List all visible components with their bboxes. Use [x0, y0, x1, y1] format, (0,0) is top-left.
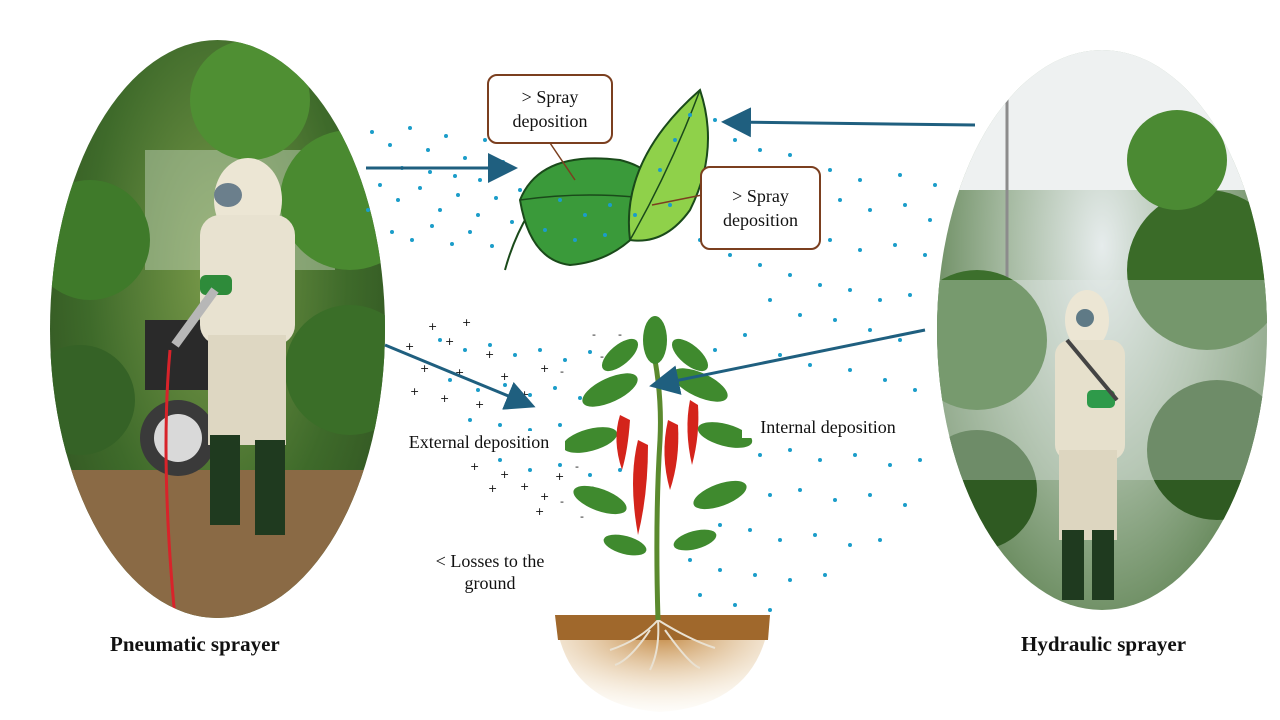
- pneumatic-sprayer-photo: [50, 40, 385, 618]
- plant-leaves: [562, 316, 753, 556]
- svg-text:+: +: [555, 470, 564, 483]
- droplet-field-lower-right: [688, 448, 922, 612]
- svg-text:+: +: [485, 348, 494, 361]
- callout-leaf-front: > Spray deposition: [487, 74, 613, 144]
- leaf-illustration: [504, 88, 709, 271]
- hydraulic-scene-art: [937, 50, 1267, 600]
- svg-text:-: -: [618, 328, 622, 341]
- svg-text:+: +: [540, 362, 549, 375]
- svg-text:+: +: [520, 480, 529, 493]
- svg-text:-: -: [590, 480, 594, 493]
- svg-text:+: +: [455, 366, 464, 379]
- droplets-on-leaf: [543, 113, 692, 242]
- svg-text:+: +: [445, 335, 454, 348]
- svg-text:+: +: [535, 505, 544, 518]
- svg-text:+: +: [420, 362, 429, 375]
- svg-text:+: +: [475, 398, 484, 411]
- external-deposition-label: External deposition: [393, 431, 565, 453]
- svg-text:-: -: [560, 365, 564, 378]
- internal-deposition-label: Internal deposition: [742, 416, 914, 438]
- svg-text:+: +: [410, 385, 419, 398]
- svg-text:-: -: [592, 328, 596, 341]
- svg-text:+: +: [500, 468, 509, 481]
- callout-leaf-back: > Spray deposition: [700, 166, 821, 250]
- svg-text:+: +: [440, 392, 449, 405]
- svg-text:+: +: [462, 316, 471, 329]
- pneumatic-scene-art: [50, 40, 385, 618]
- droplet-field-middle: [438, 338, 622, 477]
- svg-text:+: +: [488, 482, 497, 495]
- callout-leaf-back-text: > Spray deposition: [723, 186, 798, 230]
- hydraulic-sprayer-caption: Hydraulic sprayer: [1021, 632, 1187, 656]
- svg-text:-: -: [580, 510, 584, 523]
- svg-text:-: -: [600, 350, 604, 363]
- losses-label: < Losses to the ground: [420, 550, 560, 594]
- callout-leaf-front-text: > Spray deposition: [512, 87, 588, 131]
- svg-text:+: +: [500, 370, 509, 383]
- spray-direction-arrows: [366, 107, 976, 410]
- plant-flowers: [601, 346, 716, 375]
- svg-text:+: +: [470, 460, 479, 473]
- hydraulic-sprayer-photo: [937, 50, 1267, 610]
- droplet-field-right: [688, 118, 937, 392]
- plant-roots: [609, 619, 716, 671]
- red-peppers: [616, 400, 699, 535]
- plant-stem: [652, 359, 663, 621]
- svg-text:+: +: [520, 388, 529, 401]
- pneumatic-sprayer-caption: Pneumatic sprayer: [110, 632, 280, 656]
- svg-text:+: +: [428, 320, 437, 333]
- svg-text:-: -: [575, 460, 579, 473]
- svg-text:-: -: [560, 495, 564, 508]
- svg-text:+: +: [540, 490, 549, 503]
- svg-text:+: +: [405, 340, 414, 353]
